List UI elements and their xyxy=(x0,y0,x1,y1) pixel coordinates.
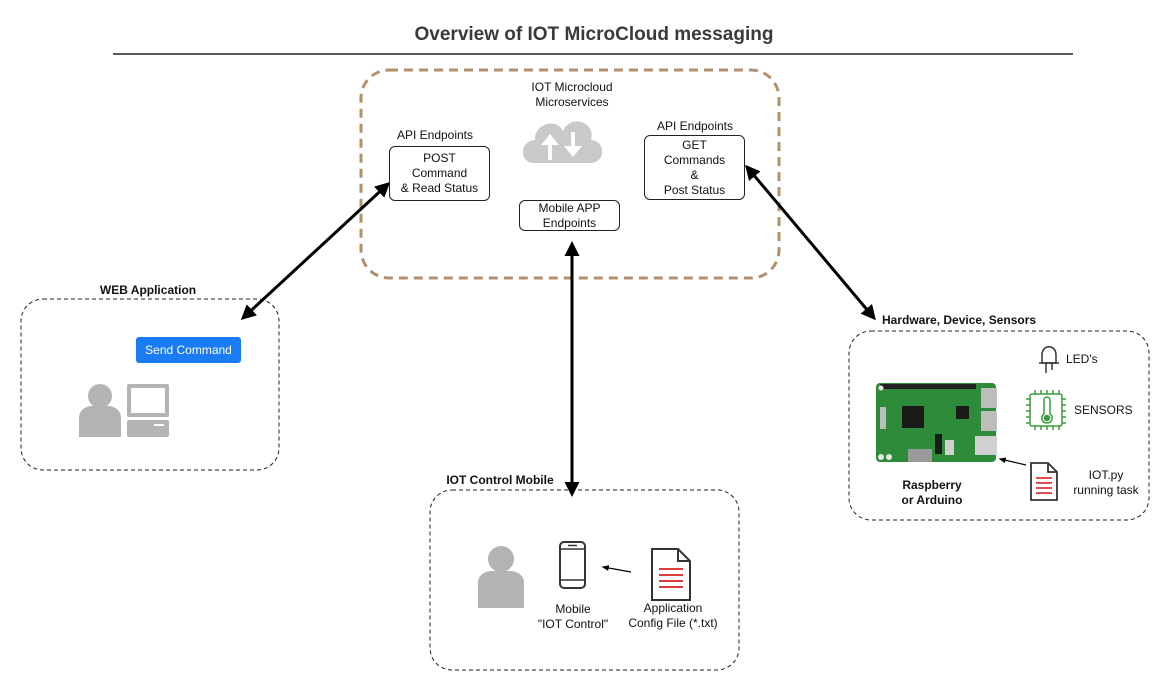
get-endpoint-line: & xyxy=(690,167,699,182)
phone-label: Mobile "IOT Control" xyxy=(528,602,618,632)
mobile-app-endpoint-box: Mobile APP Endpoints xyxy=(519,200,620,231)
get-endpoint-line: Post Status xyxy=(663,182,726,197)
microcloud-label: IOT Microcloud Microservices xyxy=(492,80,652,110)
right-endpoints-label: API Endpoints xyxy=(656,119,734,133)
get-endpoint-line: Commands xyxy=(663,152,726,167)
arrow-hardware-to-cloud xyxy=(745,164,876,321)
diagram-title: Overview of IOT MicroCloud messaging xyxy=(414,24,774,45)
hardware-container xyxy=(848,330,1150,521)
mobile-endpoint-line: Mobile APP xyxy=(538,200,601,215)
send-command-button[interactable]: Send Command xyxy=(136,337,241,363)
script-label-line: IOT.py xyxy=(1088,468,1124,482)
cloud-upload-download-icon xyxy=(522,121,603,163)
script-label-line: running task xyxy=(1073,483,1139,497)
post-command-endpoint-box: POST Command & Read Status xyxy=(389,146,490,201)
smartphone-icon xyxy=(559,541,586,589)
desktop-computer-icon xyxy=(127,384,169,437)
phone-label-line: "IOT Control" xyxy=(537,617,609,631)
get-endpoint-line: GET xyxy=(682,137,707,152)
post-endpoint-line: Command xyxy=(411,166,468,180)
config-label-line: Application xyxy=(643,601,703,615)
post-endpoint-line: & Read Status xyxy=(400,181,479,195)
led-icon xyxy=(1039,346,1059,373)
config-file-icon xyxy=(651,548,691,601)
board-label: Raspberry or Arduino xyxy=(887,478,977,508)
get-commands-endpoint-box: GET Commands & Post Status xyxy=(644,135,745,200)
config-file-label: Application Config File (*.txt) xyxy=(618,601,728,631)
left-endpoints-label: API Endpoints xyxy=(396,128,474,142)
board-label-line: or Arduino xyxy=(901,493,963,507)
script-file-icon xyxy=(1030,462,1058,501)
board-label-line: Raspberry xyxy=(902,478,962,492)
arrow-script-to-board xyxy=(998,457,1027,466)
web-app-container xyxy=(20,298,280,471)
temperature-sensor-icon xyxy=(1026,390,1066,430)
mobile-user-icon xyxy=(478,546,524,608)
post-endpoint-line: POST xyxy=(423,151,456,165)
config-label-line: Config File (*.txt) xyxy=(628,616,718,630)
web-user-icon xyxy=(79,384,121,437)
sensors-label: SENSORS xyxy=(1074,403,1133,417)
microcloud-label-line2: Microservices xyxy=(535,95,609,109)
led-label: LED's xyxy=(1066,352,1098,366)
mobile-container xyxy=(429,489,740,671)
microcloud-label-line1: IOT Microcloud xyxy=(531,80,613,94)
web-app-title: WEB Application xyxy=(99,283,197,297)
arrow-web-to-cloud xyxy=(240,181,391,321)
arrow-config-to-phone xyxy=(601,565,632,573)
mobile-title: IOT Control Mobile xyxy=(446,473,554,487)
phone-label-line: Mobile xyxy=(555,602,591,616)
mobile-endpoint-line: Endpoints xyxy=(542,215,597,230)
script-label: IOT.py running task xyxy=(1066,468,1146,498)
raspberry-pi-board-icon xyxy=(876,383,997,462)
hardware-title: Hardware, Device, Sensors xyxy=(882,313,1037,327)
